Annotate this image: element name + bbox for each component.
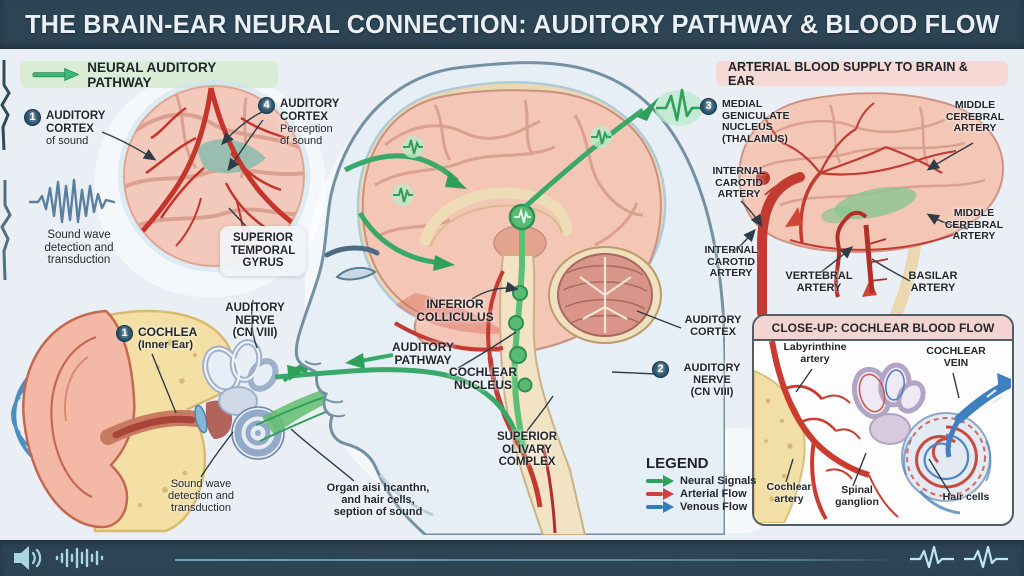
page-title: THE BRAIN-EAR NEURAL CONNECTION: AUDITOR… <box>24 9 1000 39</box>
label-middle-cerebral-upper: MIDDLE CEREBRAL ARTERY <box>945 99 1005 135</box>
label-middle-cerebral-lower: MIDDLE CEREBRAL ARTERY <box>944 207 1004 243</box>
badge-2: 2 <box>652 361 669 378</box>
badge-4: 4 <box>258 97 275 114</box>
legend: LEGEND Neural Signals Arterial Flow Veno… <box>646 455 766 514</box>
label-auditory-cortex-4: 4 AUDITORY CORTEX Perception of sound <box>258 97 354 147</box>
label-auditory-cortex-1: 1 AUDITORY CORTEX of sound <box>24 109 136 147</box>
arterial-supply-illustration <box>738 92 1004 320</box>
label-sound-wave-detection-left: Sound wave detection and transduction <box>44 229 114 267</box>
ear-illustration <box>11 309 339 533</box>
title-bar: THE BRAIN-EAR NEURAL CONNECTION: AUDITOR… <box>0 0 1024 49</box>
neural-signals-arrow-icon <box>646 475 674 487</box>
neural-spark-icon <box>655 88 703 126</box>
label-labyrinthine-artery: Labyrinthine artery <box>783 341 847 365</box>
label-organ-of-corti: Organ aisi hcanthn, and hair cells, sept… <box>326 482 430 519</box>
badge-1: 1 <box>24 109 41 126</box>
label-hair-cells: Hair cells <box>942 491 990 503</box>
label-inferior-colliculus: INFERIOR COLLICULUS <box>416 297 494 325</box>
banner-neural-pathway-label: NEURAL AUDITORY PATHWAY <box>87 59 216 90</box>
edge-pulse-icon <box>0 60 12 281</box>
label-vertebral-artery: VERTEBRAL ARTERY <box>785 270 853 295</box>
closeup-title: CLOSE-UP: COCHLEAR BLOOD FLOW <box>771 320 995 335</box>
label-cochlea: 1 COCHLEA (Inner Ear) <box>116 325 220 351</box>
label-cochlear-vein: COCHLEAR VEIN <box>926 345 986 369</box>
audio-waveform-icon <box>55 547 104 569</box>
label-basilar-artery: BASILAR ARTERY <box>908 270 958 295</box>
sound-wave-icon <box>28 178 116 224</box>
badge-3: 3 <box>700 98 717 115</box>
venous-flow-arrow-icon <box>646 501 674 513</box>
pulse-icon <box>964 545 1008 569</box>
badge-1b: 1 <box>116 325 133 342</box>
label-sound-wave-detection-bottom: Sound wave detection and transduction <box>167 478 235 515</box>
label-internal-carotid-upper: INTERNAL CAROTID ARTERY <box>712 165 766 201</box>
banner-arterial-supply: ARTERIAL BLOOD SUPPLY TO BRAIN & EAR <box>716 59 1008 88</box>
speaker-icon <box>14 546 42 570</box>
label-auditory-nerve-top: AUDITORY NERVE (CN VIII) <box>225 302 285 340</box>
label-auditory-nerve-right: 2 AUDITORY NERVE (CN VIII) <box>652 361 750 398</box>
banner-arterial-supply-label: ARTERIAL BLOOD SUPPLY TO BRAIN & EAR <box>728 59 968 88</box>
label-cochlear-nucleus: COCHLEAR NUCLEUS <box>449 365 517 393</box>
label-auditory-cortex-right: AUDITORY CORTEX <box>684 314 742 339</box>
label-superior-olivary-complex: SUPERIOR OLIVARY COMPLEX <box>496 431 558 469</box>
pathway-arrow-icon <box>32 67 80 82</box>
label-internal-carotid-lower: INTERNAL CAROTID ARTERY <box>704 244 758 280</box>
legend-title: LEGEND <box>646 455 709 472</box>
label-spinal-ganglion: Spinal ganglion <box>835 484 879 508</box>
closeup-panel: CLOSE-UP: COCHLEAR BLOOD FLOW <box>752 314 1014 526</box>
audio-progress-line <box>175 559 903 561</box>
label-medial-geniculate-nucleus: 3 MEDIAL GENICULATE NUCLEUS (THALAMUS) <box>700 98 804 145</box>
cochlear-blood-flow-illustration <box>754 341 1011 523</box>
label-cochlear-artery: Cochlear artery <box>766 481 812 505</box>
pulse-icon <box>910 545 954 569</box>
label-auditory-pathway: AUDITORY PATHWAY <box>391 340 454 368</box>
legend-item-neural: Neural Signals <box>646 475 766 487</box>
label-superior-temporal-gyrus: SUPERIOR TEMPORAL GYRUS <box>220 226 306 276</box>
legend-item-venous: Venous Flow <box>646 501 766 513</box>
legend-item-arterial: Arterial Flow <box>646 488 766 500</box>
arterial-flow-arrow-icon <box>646 488 674 500</box>
closeup-header: CLOSE-UP: COCHLEAR BLOOD FLOW <box>754 316 1012 341</box>
bottom-bar <box>0 540 1024 576</box>
